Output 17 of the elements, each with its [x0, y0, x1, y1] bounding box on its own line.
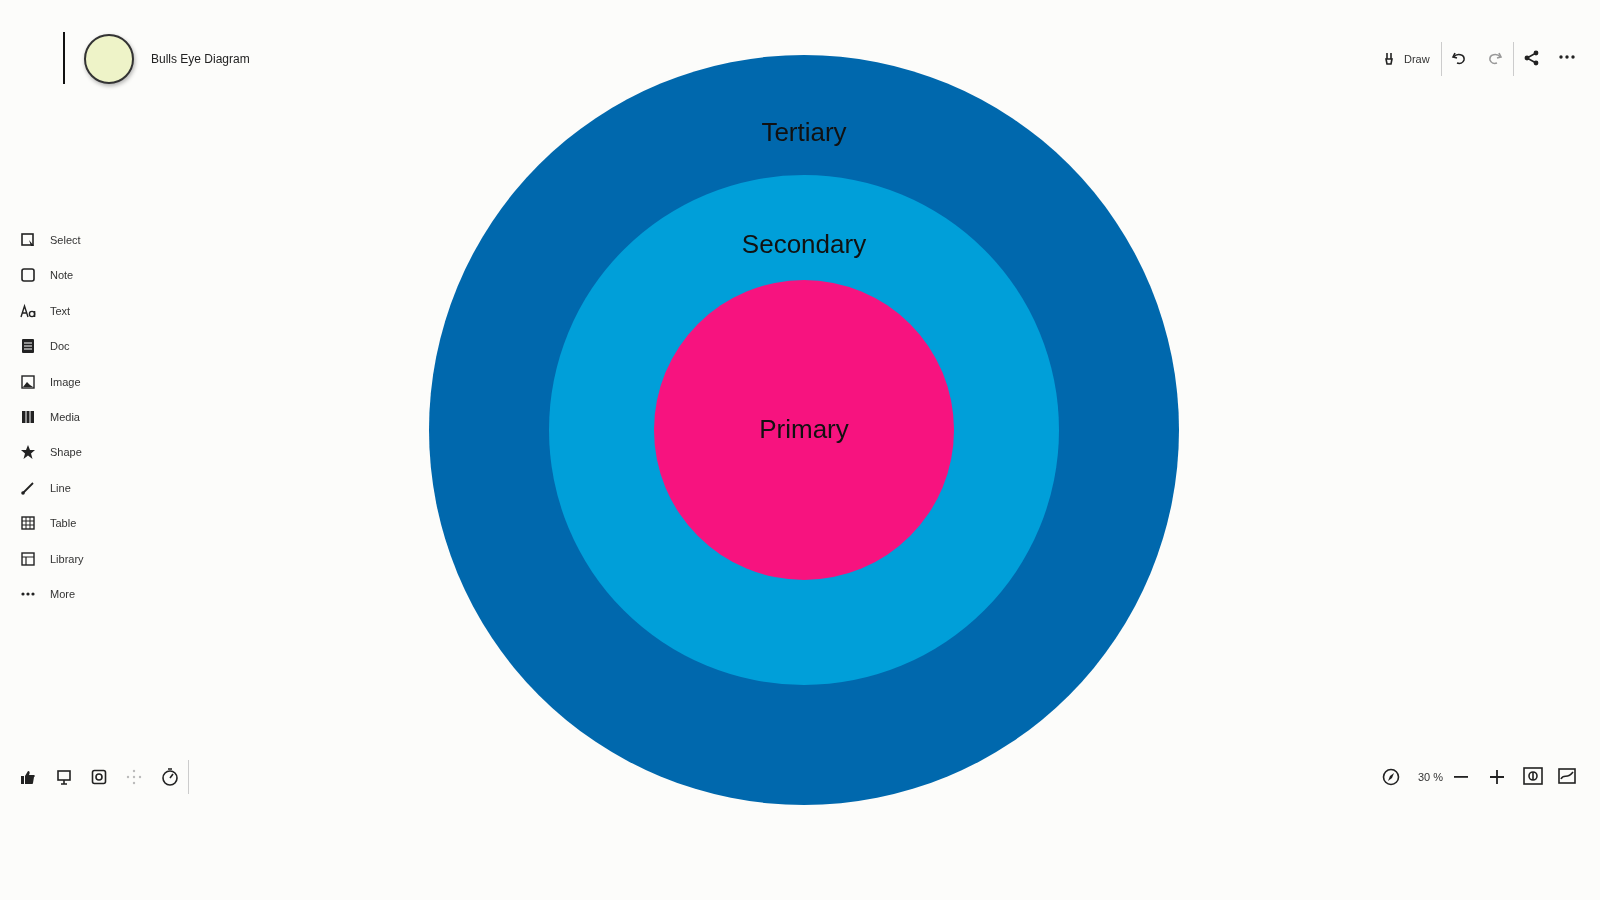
board-title: Bulls Eye Diagram	[151, 52, 250, 66]
ring-label: Tertiary	[761, 117, 847, 148]
ring-label: Secondary	[741, 229, 867, 260]
media-tool-button: Media	[20, 409, 80, 425]
shape-tool-button: Shape	[20, 444, 82, 461]
ring-label: Primary	[759, 414, 849, 445]
note-tool-button: Note	[20, 267, 74, 284]
line-tool-button: Line	[20, 479, 71, 496]
draw-button: Draw	[1382, 51, 1430, 67]
select-tool-button: Select	[20, 232, 81, 248]
library-tool-button: Library	[20, 550, 84, 567]
more-tool-button: More	[20, 586, 76, 602]
doc-tool-button: Doc	[20, 338, 70, 355]
text-tool-button: Text	[20, 302, 71, 319]
image-tool-button: Image	[20, 373, 81, 390]
zoom-level: 30 %	[1418, 771, 1444, 783]
table-tool-button: Table	[20, 515, 77, 532]
